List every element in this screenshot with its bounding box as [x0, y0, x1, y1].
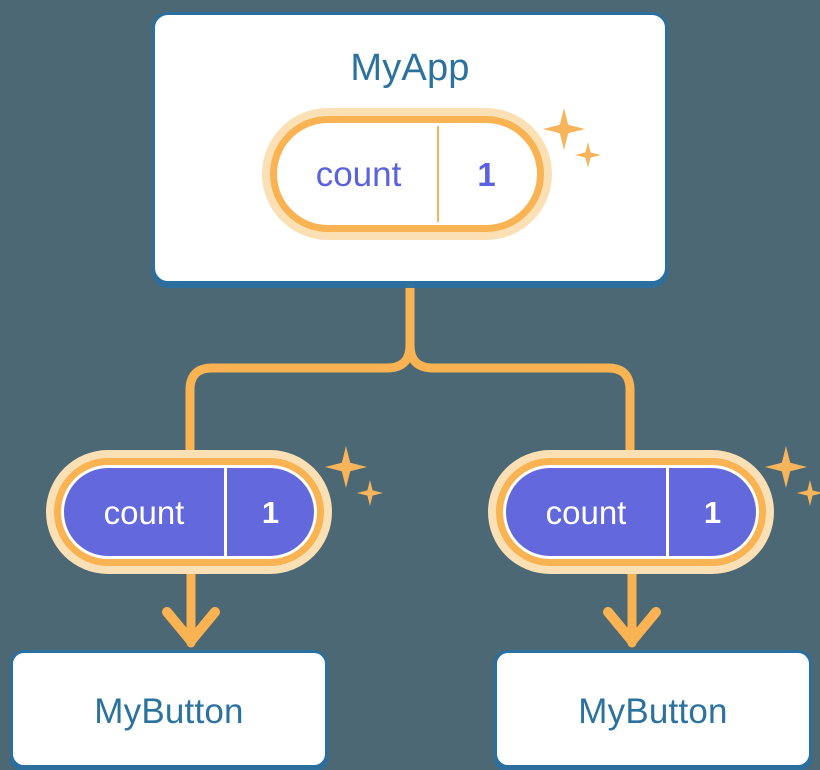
sparkle-four-point-small-icon — [797, 480, 820, 506]
arrow-right-head — [603, 607, 661, 646]
mybutton-title: MyButton — [94, 692, 244, 731]
sparkle-four-point-small-icon — [357, 480, 383, 506]
state-pill-myapp[interactable]: count 1 — [262, 108, 552, 240]
state-value-label: 1 — [224, 468, 314, 556]
pill-ring: count 1 — [496, 458, 766, 566]
pill-inner-gap: count 1 — [61, 465, 317, 559]
myapp-title: MyApp — [350, 47, 470, 89]
pill-inner-gap: count 1 — [277, 123, 537, 225]
pill-body: count 1 — [506, 468, 756, 556]
mybutton-card-right[interactable]: MyButton — [494, 650, 812, 768]
state-key-label: count — [545, 493, 627, 531]
pill-halo: count 1 — [488, 450, 774, 574]
state-pill-child-right[interactable]: count 1 — [488, 450, 774, 574]
pill-body: count 1 — [280, 126, 534, 222]
pill-halo: count 1 — [262, 108, 552, 240]
pill-body: count 1 — [64, 468, 314, 556]
state-key-label: count — [103, 493, 185, 531]
pill-inner-gap: count 1 — [503, 465, 759, 559]
mybutton-card-left[interactable]: MyButton — [10, 650, 328, 768]
pill-ring: count 1 — [270, 116, 544, 232]
state-value-label: 1 — [666, 468, 756, 556]
state-pill-child-left[interactable]: count 1 — [46, 450, 332, 574]
connector-branch-right — [405, 340, 635, 457]
pill-halo: count 1 — [46, 450, 332, 574]
state-key-label: count — [315, 154, 402, 194]
mybutton-title: MyButton — [578, 692, 728, 731]
connector-trunk-and-split — [185, 279, 415, 457]
arrow-left-head — [162, 607, 220, 646]
pill-ring: count 1 — [54, 458, 324, 566]
state-value-label: 1 — [437, 126, 534, 222]
